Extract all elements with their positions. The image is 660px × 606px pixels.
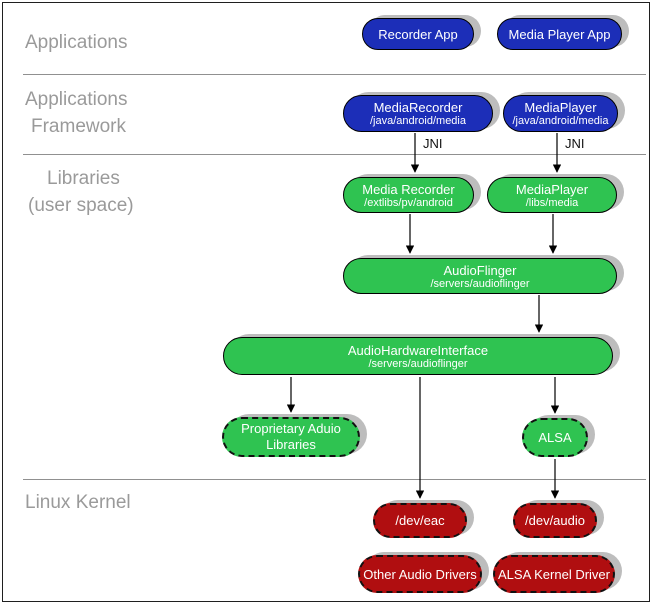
node-audiohardwareinterface-title: AudioHardwareInterface bbox=[347, 342, 489, 358]
node-mediarecorder-framework-title: MediaRecorder bbox=[373, 100, 463, 115]
node-recorder-app-title: Recorder App bbox=[378, 26, 458, 42]
node-alsa-title: ALSA bbox=[538, 430, 572, 445]
layer-label-applications: Applications bbox=[25, 32, 128, 53]
layer-label-libraries-line1: Libraries bbox=[47, 168, 120, 189]
node-audiohardwareinterface-path: /servers/audioflinger bbox=[368, 357, 468, 370]
node-recorder-app: Recorder App bbox=[362, 18, 474, 50]
layer-divider-1 bbox=[23, 74, 646, 75]
node-other-audio-drivers-title: Other Audio Drivers bbox=[363, 566, 477, 582]
node-alsa: ALSA bbox=[522, 418, 588, 457]
jni-label-right: JNI bbox=[565, 136, 585, 151]
node-proprietary-audio-libraries: Proprietary Aduio Libraries bbox=[222, 417, 360, 457]
node-alsa-kernel-driver: ALSA Kernel Driver bbox=[493, 555, 615, 593]
node-mediaplayer-framework-path: /java/android/media bbox=[512, 115, 609, 127]
node-mediarecorder-framework: MediaRecorder /java/android/media bbox=[343, 95, 493, 132]
node-dev-eac-title: /dev/eac bbox=[395, 513, 445, 528]
layer-label-applications-framework-line2: Framework bbox=[31, 116, 127, 137]
node-mediaplayer-lib-title: MediaPlayer bbox=[515, 181, 589, 197]
node-mediaplayer-lib: MediaPlayer /libs/media bbox=[487, 177, 617, 213]
node-dev-audio: /dev/audio bbox=[513, 503, 597, 538]
node-audioflinger: AudioFlinger /servers/audioflinger bbox=[343, 258, 617, 294]
node-media-player-app: Media Player App bbox=[497, 18, 622, 50]
node-audiohardwareinterface: AudioHardwareInterface /servers/audiofli… bbox=[223, 337, 613, 375]
layer-divider-3 bbox=[23, 479, 646, 480]
node-proprietary-audio-libraries-line1: Proprietary Aduio bbox=[241, 421, 341, 436]
node-media-player-app-title: Media Player App bbox=[508, 26, 611, 42]
node-proprietary-audio-libraries-line2: Libraries bbox=[266, 437, 316, 452]
layer-label-applications-framework-line1: Applications bbox=[25, 89, 128, 110]
node-other-audio-drivers: Other Audio Drivers bbox=[358, 555, 482, 593]
node-mediaplayer-framework: MediaPlayer /java/android/media bbox=[503, 95, 618, 132]
jni-label-left: JNI bbox=[423, 136, 443, 151]
node-media-recorder-lib-title: Media Recorder bbox=[362, 181, 455, 197]
node-dev-eac: /dev/eac bbox=[373, 503, 467, 538]
node-mediaplayer-framework-title: MediaPlayer bbox=[524, 100, 597, 115]
node-media-recorder-lib: Media Recorder /extlibs/pv/android bbox=[343, 177, 474, 213]
node-dev-audio-title: /dev/audio bbox=[525, 513, 585, 528]
node-audioflinger-path: /servers/audioflinger bbox=[430, 277, 530, 290]
layer-label-linux-kernel: Linux Kernel bbox=[25, 492, 131, 513]
layer-divider-2 bbox=[23, 154, 646, 155]
layer-label-libraries-line2: (user space) bbox=[28, 195, 134, 216]
node-alsa-kernel-driver-title: ALSA Kernel Driver bbox=[498, 566, 610, 582]
node-audioflinger-title: AudioFlinger bbox=[443, 262, 517, 278]
node-media-recorder-lib-path: /extlibs/pv/android bbox=[364, 196, 453, 209]
node-mediaplayer-lib-path: /libs/media bbox=[525, 196, 579, 209]
node-mediarecorder-framework-path: /java/android/media bbox=[369, 115, 466, 127]
